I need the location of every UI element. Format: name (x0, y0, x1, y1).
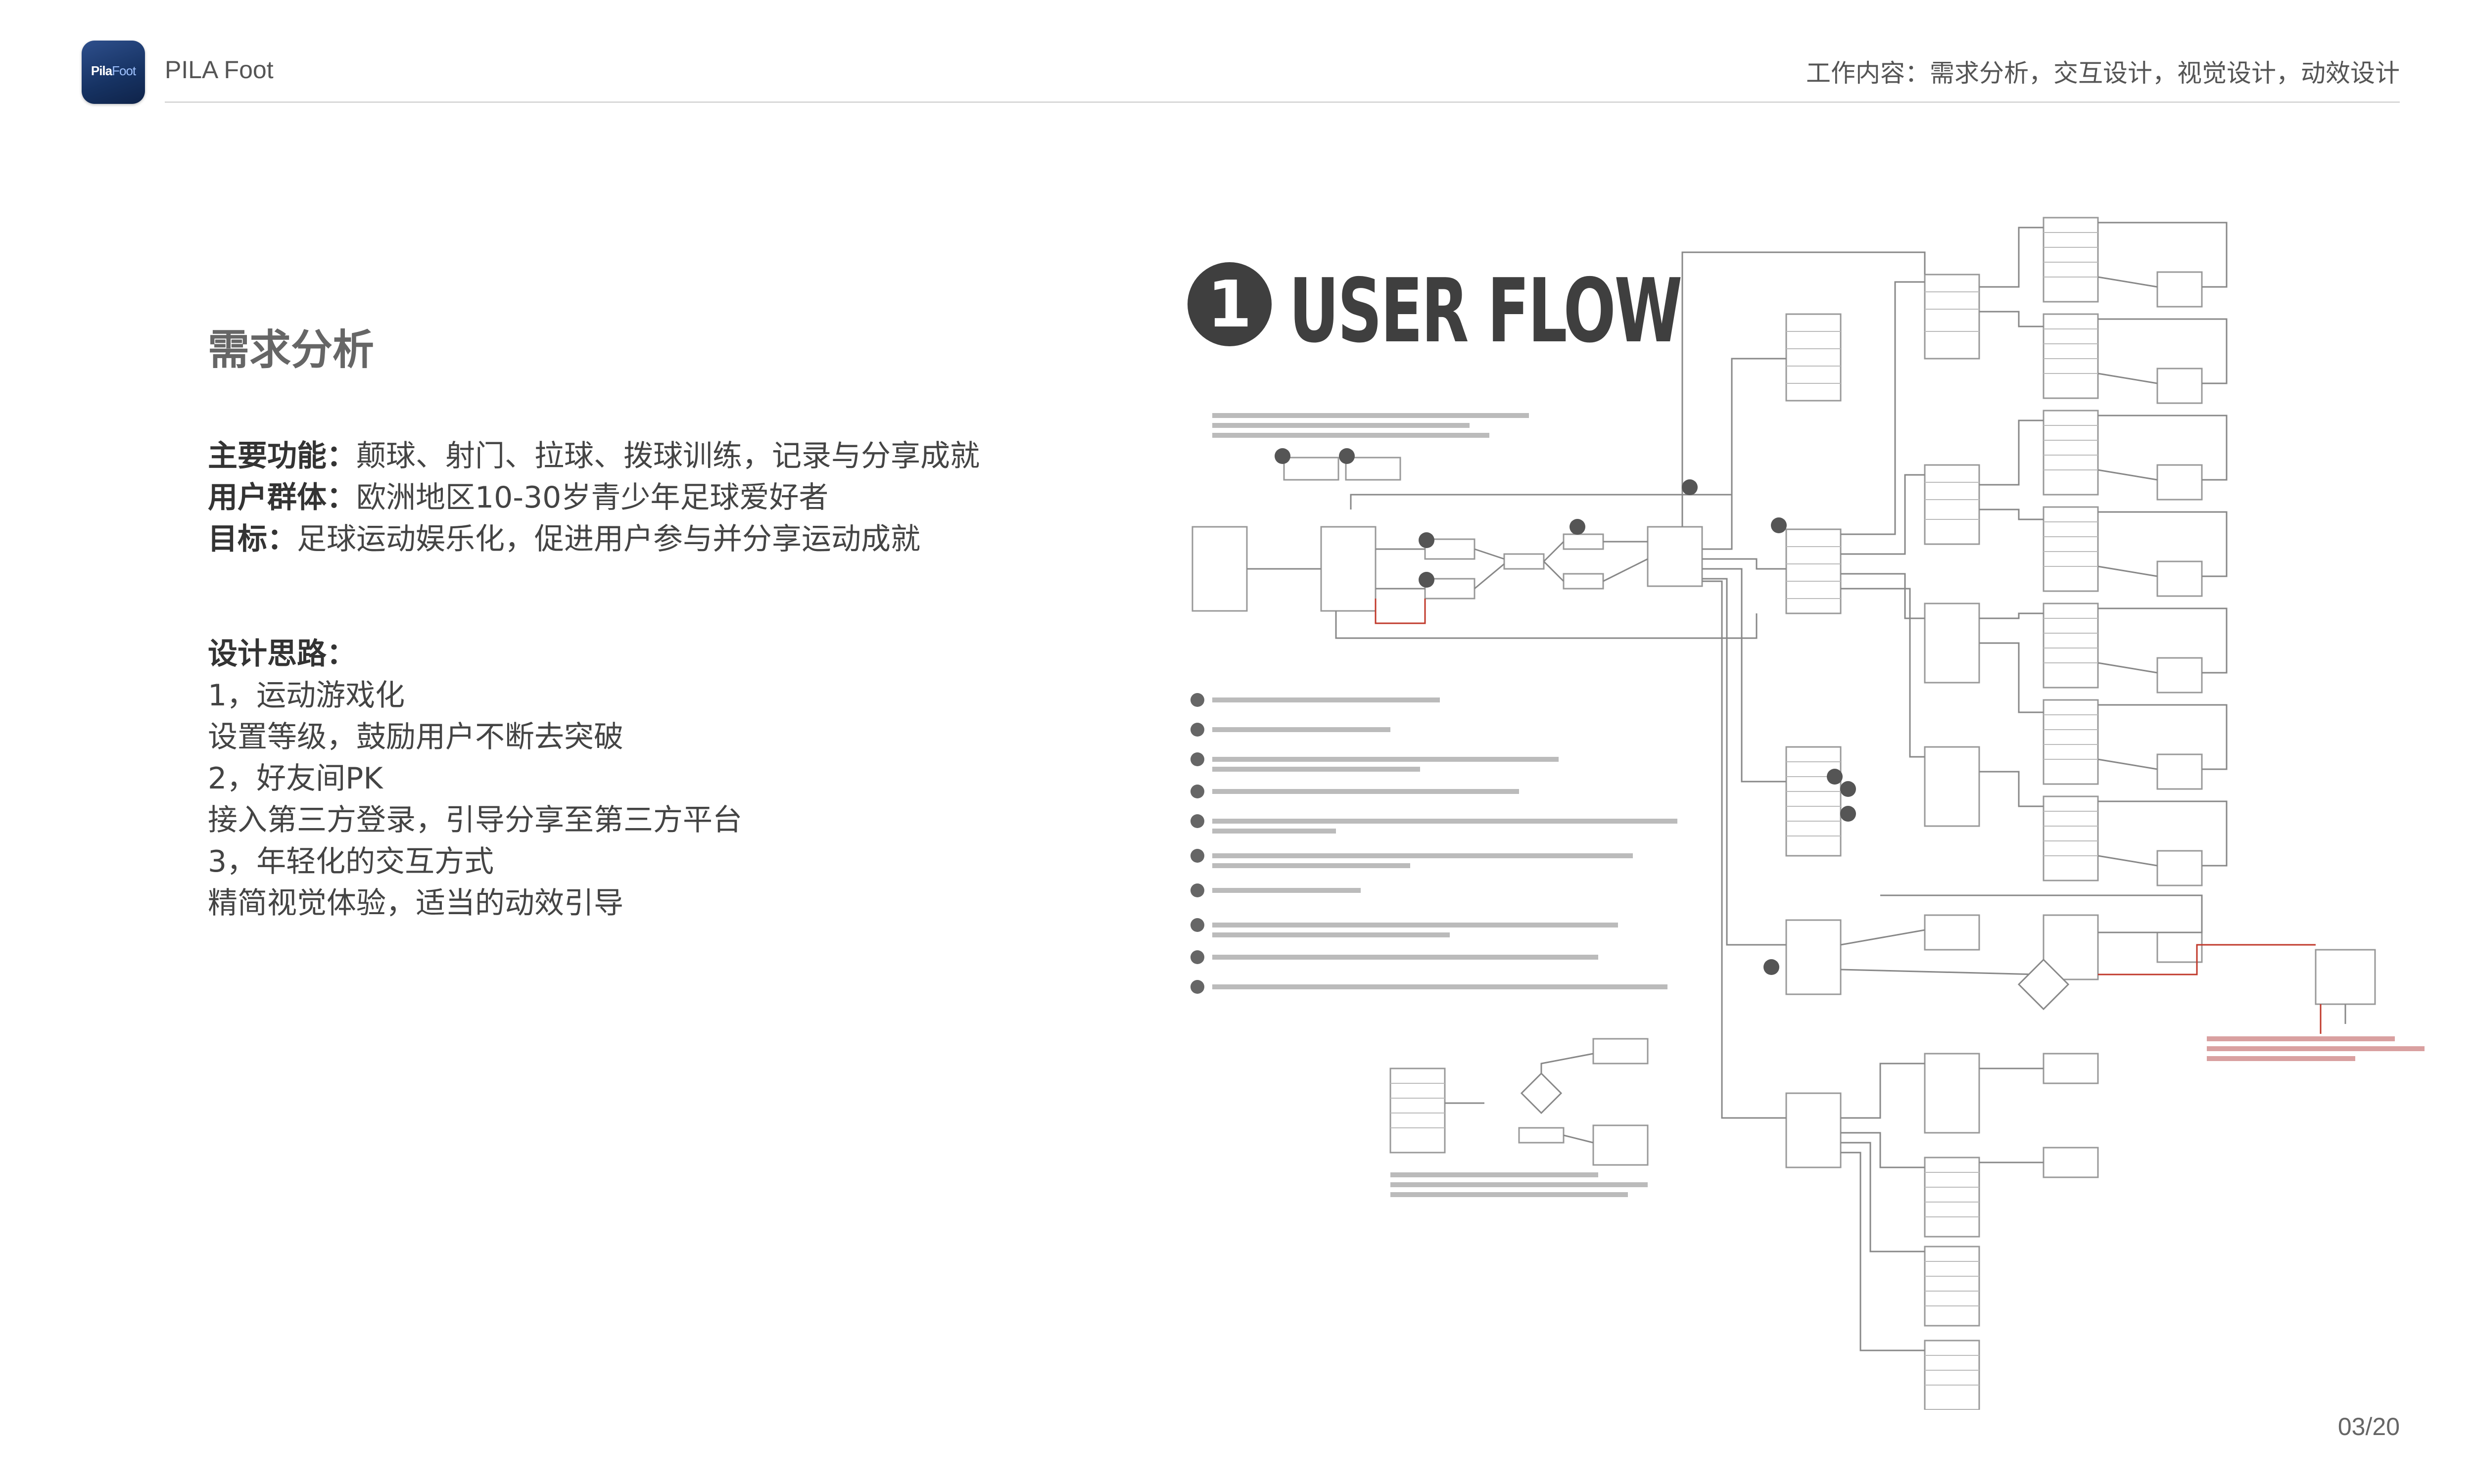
flow-decision-training (1520, 1072, 1563, 1114)
requirements-block: 主要功能：颠球、射门、拉球、拨球训练，记录与分享成就 用户群体：欧洲地区10-3… (208, 435, 980, 560)
flow-node-sub-1 (2043, 217, 2099, 303)
flow-node-training (1785, 528, 1842, 614)
flow-node-hint-b (1345, 457, 1401, 481)
flow-node-result-1 (2156, 271, 2203, 308)
user-flow-diagram: 1 USER FLOW (1188, 213, 2425, 1410)
flow-node-mode-7 (1924, 1157, 1980, 1238)
flow-chart-graphic (1190, 217, 2425, 1410)
flow-node-sub-5 (2043, 603, 2099, 689)
flow-node-pk-popup (2315, 949, 2376, 1005)
flow-node-sub-training (1389, 1067, 1446, 1154)
flow-node-sub-9 (2043, 1053, 2099, 1084)
flow-node-sub-8 (2043, 914, 2099, 980)
page-header: PilaFoot PILA Foot 工作内容：需求分析，交互设计，视觉设计，动… (0, 0, 2474, 104)
design-line: 设置等级，鼓励用户不断去突破 (208, 720, 623, 754)
flow-node-result-7 (2156, 850, 2203, 886)
flow-node-mode-2 (1924, 464, 1980, 545)
page-number: 03/20 (2337, 1413, 2400, 1440)
requirement-goal: 目标：足球运动娱乐化，促进用户参与并分享运动成就 (208, 522, 920, 556)
flow-node-linking (1503, 553, 1545, 570)
flow-node-sub-10 (2043, 1147, 2099, 1178)
requirement-features: 主要功能：颠球、射门、拉球、拨球训练，记录与分享成就 (208, 439, 980, 473)
design-line: 3，年轻化的交互方式 (208, 844, 494, 879)
design-ideas-block: 设计思路： 1，运动游戏化 设置等级，鼓励用户不断去突破 2，好友间PK 接入第… (208, 633, 742, 924)
app-logo-text: PilaFoot (91, 63, 136, 78)
flow-node-mode-3 (1924, 603, 1980, 684)
header-divider (165, 101, 2400, 103)
flow-node-connect (1320, 526, 1377, 612)
flow-decision-pk (2017, 958, 2070, 1011)
flow-node-result-4 (2156, 560, 2203, 597)
app-name: PILA Foot (165, 56, 274, 84)
design-line: 精简视觉体验，适当的动效引导 (208, 886, 623, 921)
design-line: 1，运动游戏化 (208, 678, 405, 713)
flow-node-home (1647, 526, 1703, 587)
flow-node-profile (1785, 313, 1842, 402)
flow-node-launch (1191, 526, 1248, 612)
flow-node-pk (1785, 919, 1842, 995)
flow-node-sub-3 (2043, 410, 2099, 496)
section-title: 需求分析 (208, 325, 375, 374)
flow-node-end (1518, 1127, 1565, 1144)
flow-node-result-8 (2156, 931, 2203, 963)
flow-node-result-5 (2156, 657, 2203, 694)
flow-node-sub-4 (2043, 506, 2099, 592)
flow-node-sub-6 (2043, 699, 2099, 785)
flow-node-mode-1 (1924, 274, 1980, 360)
design-ideas-label: 设计思路： (208, 637, 356, 671)
work-content-label: 工作内容：需求分析，交互设计，视觉设计，动效设计 (1806, 59, 2400, 88)
flow-node-sub-7 (2043, 795, 2099, 881)
flow-node-continue (1592, 1038, 1649, 1065)
flow-node-success (1563, 533, 1604, 550)
flow-node-settings (1785, 746, 1842, 857)
flow-node-hint-a (1283, 457, 1339, 481)
flow-node-record (1785, 1092, 1842, 1168)
flow-node-fail (1563, 573, 1604, 590)
app-logo-icon: PilaFoot (82, 41, 145, 104)
flow-number-badge: 1 (1188, 262, 1272, 346)
flow-title: USER FLOW (1289, 260, 1682, 362)
flow-node-result-6 (2156, 753, 2203, 790)
design-line: 2，好友间PK (208, 761, 383, 796)
requirement-users: 用户群体：欧洲地区10-30岁青少年足球爱好者 (208, 480, 829, 515)
flow-node-mode-4 (1924, 746, 1980, 827)
design-line: 接入第三方登录，引导分享至第三方平台 (208, 803, 742, 837)
flow-node-result-2 (2156, 368, 2203, 404)
flow-node-mode-5 (1924, 914, 1980, 951)
flow-node-mode-6 (1924, 1053, 1980, 1134)
flow-node-result-3 (2156, 464, 2203, 501)
flow-node-sub-2 (2043, 313, 2099, 399)
flow-node-share (1592, 1124, 1649, 1166)
flow-node-mode-9 (1924, 1340, 1980, 1410)
flow-node-mode-8 (1924, 1246, 1980, 1327)
